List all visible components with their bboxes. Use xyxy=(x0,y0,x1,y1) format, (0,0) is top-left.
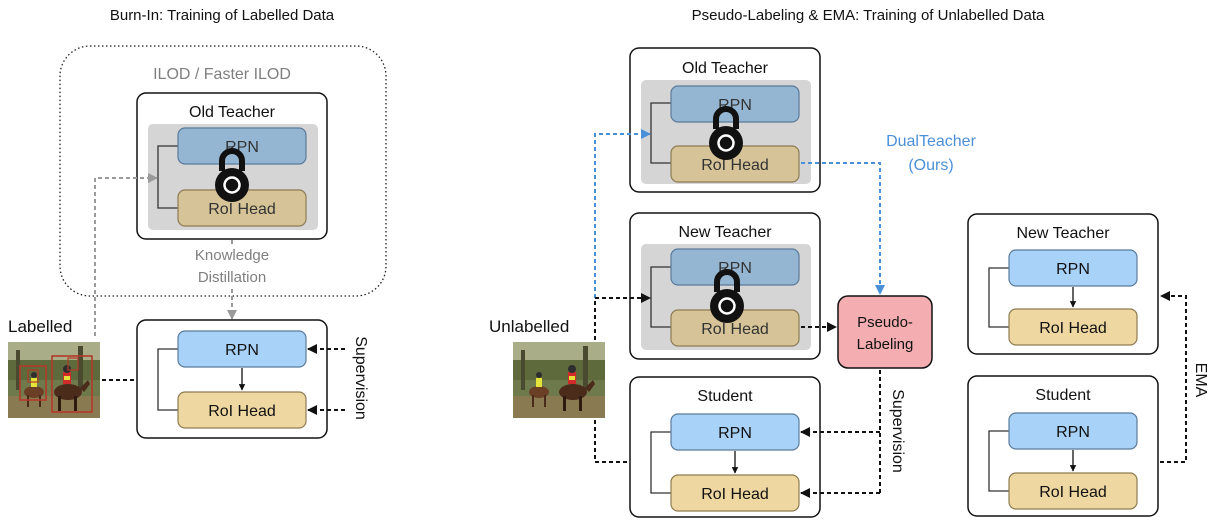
far-student-roi xyxy=(1008,472,1138,510)
kd-label-line1: Knowledge xyxy=(195,247,269,264)
kd-label-line2: Distillation xyxy=(198,269,266,286)
right-student-roi xyxy=(670,474,800,512)
right-student-roi-label: RoI Head xyxy=(701,486,769,503)
ema-arrow xyxy=(1160,291,1187,463)
right-new-teacher-title: New Teacher xyxy=(678,224,772,241)
far-student-rpn xyxy=(1008,412,1138,450)
far-new-teacher-roi xyxy=(1008,308,1138,346)
right-supervision-label-bg xyxy=(886,378,908,484)
ilod-dotted-region xyxy=(59,45,387,297)
far-new-teacher-roi-label: RoI Head xyxy=(1039,320,1107,337)
kd-label-bg xyxy=(182,244,282,288)
left-student-rpn-label: RPN xyxy=(225,342,259,359)
pseudo-labeling-box xyxy=(837,295,933,369)
unlabelled-to-old-teacher-arrow xyxy=(594,129,651,298)
right-old-teacher-connector xyxy=(650,102,671,164)
unlabelled-to-new-teacher-arrow xyxy=(594,293,651,340)
left-supervision-label: Supervision xyxy=(352,336,369,420)
right-student-title: Student xyxy=(697,388,753,405)
left-student-roi-label: RoI Head xyxy=(208,403,276,420)
right-student-connector xyxy=(650,431,671,494)
far-new-teacher-connector xyxy=(988,267,1009,328)
left-panel-title: Burn-In: Training of Labelled Data xyxy=(110,7,335,24)
labelled-to-old-teacher-arrow xyxy=(94,173,158,336)
far-new-teacher-rpn xyxy=(1008,249,1138,287)
right-student-rpn xyxy=(670,413,800,451)
right-old-teacher-title: Old Teacher xyxy=(682,60,769,77)
right-supervision-label: Supervision xyxy=(889,389,906,473)
right-student-rpn-label: RPN xyxy=(718,425,752,442)
labelled-image xyxy=(8,342,100,418)
right-new-teacher-roi-label: RoI Head xyxy=(701,321,769,338)
right-new-teacher-connector xyxy=(650,266,671,328)
labelled-label: Labelled xyxy=(8,317,72,336)
left-student-roi xyxy=(177,391,307,429)
left-student-connector xyxy=(157,348,178,411)
pseudo-labeling-line1: Pseudo- xyxy=(857,314,913,331)
old-teacher-to-pseudo-arrow xyxy=(801,162,885,295)
far-student-rpn-label: RPN xyxy=(1056,424,1090,441)
far-student-roi-label: RoI Head xyxy=(1039,484,1107,501)
pseudo-labeling-line2: Labeling xyxy=(857,336,914,353)
ema-label: EMA xyxy=(1192,363,1209,398)
right-old-teacher-roi-label: RoI Head xyxy=(701,157,769,174)
dualteacher-label-line1: DualTeacher xyxy=(886,133,977,150)
ilod-label: ILOD / Faster ILOD xyxy=(153,66,291,83)
left-old-teacher-title: Old Teacher xyxy=(189,104,276,121)
left-old-teacher-connector xyxy=(157,145,178,209)
unlabelled-label: Unlabelled xyxy=(489,317,569,336)
dualteacher-label-line2: (Ours) xyxy=(908,157,953,174)
far-student-title: Student xyxy=(1035,387,1091,404)
left-student-rpn xyxy=(177,330,307,368)
far-new-teacher-rpn-label: RPN xyxy=(1056,261,1090,278)
far-student-connector xyxy=(988,430,1009,492)
right-panel-title: Pseudo-Labeling & EMA: Training of Unlab… xyxy=(692,7,1045,24)
unlabelled-image xyxy=(513,342,605,418)
far-new-teacher-title: New Teacher xyxy=(1016,225,1110,242)
left-old-teacher-roi-label: RoI Head xyxy=(208,201,276,218)
